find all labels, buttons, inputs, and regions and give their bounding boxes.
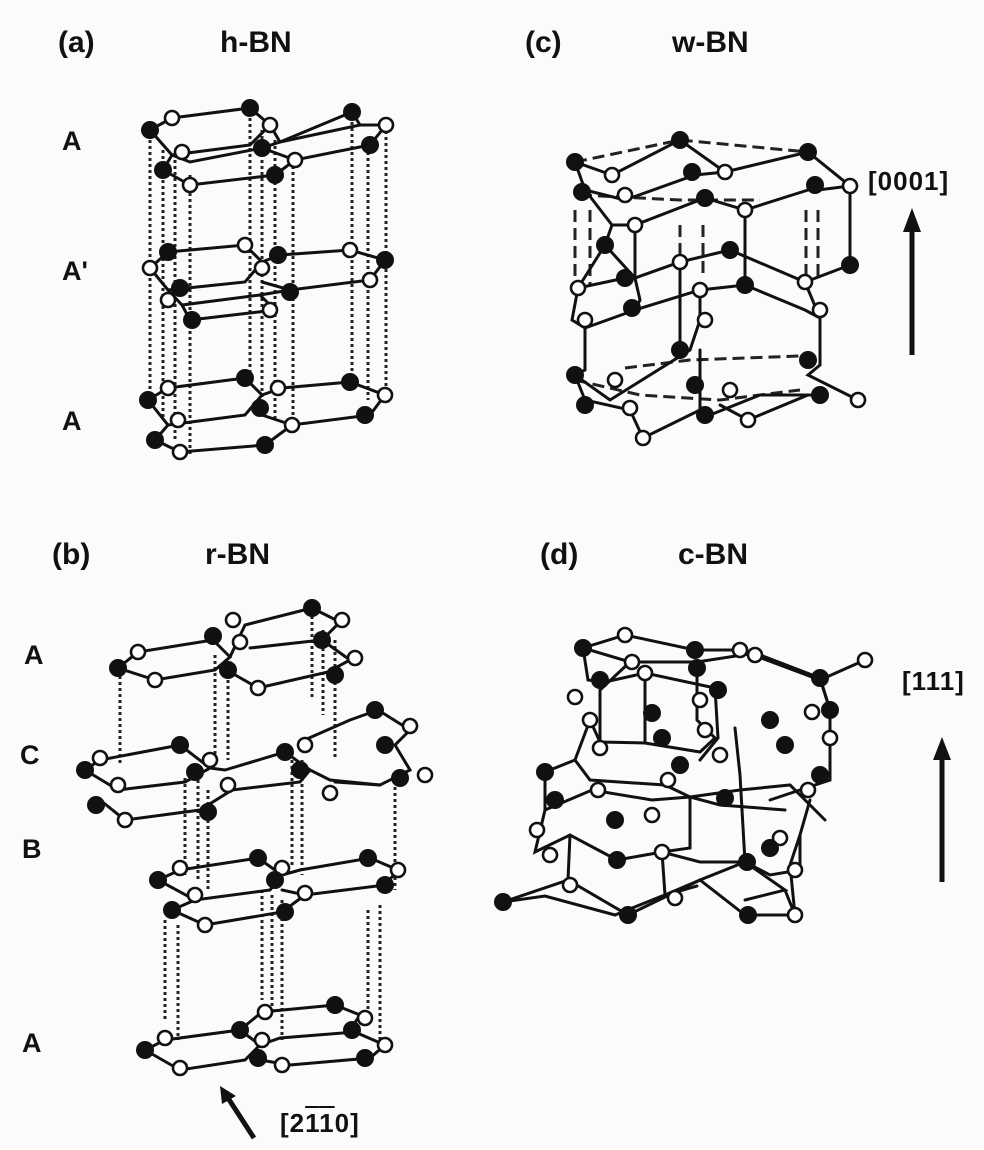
layer-b <box>149 849 407 934</box>
direction-arrow-0001 <box>903 208 921 355</box>
panel-b-layer-1: A <box>24 640 44 670</box>
panel-a-layer-1: A <box>62 126 82 156</box>
layer-a-prime <box>141 236 394 329</box>
layer-a-top <box>109 599 364 697</box>
layer-a-bottom <box>136 996 394 1077</box>
panel-b-title: r-BN <box>205 538 270 571</box>
layer-a-bottom <box>139 369 394 461</box>
panel-d-direction-label: [111] <box>902 666 965 696</box>
panel-c-title: w-BN <box>672 26 749 59</box>
panel-b-label: (b) <box>52 538 91 571</box>
panel-a-label: (a) <box>58 26 95 59</box>
dir-bar-1: 1 <box>305 1108 320 1138</box>
dir-prefix: [2 <box>280 1108 306 1138</box>
layer-c <box>76 701 434 829</box>
panel-b-direction-label: [2110] <box>280 1110 360 1136</box>
direction-arrow-111 <box>933 737 951 882</box>
panel-b-layer-4: A <box>22 1028 42 1058</box>
panel-a-layer-3: A <box>62 406 82 436</box>
bonds <box>502 633 867 917</box>
panel-a-layer-2: A' <box>62 256 88 286</box>
panel-d-title: c-BN <box>678 538 749 571</box>
panel-b-layer-3: B <box>22 834 42 864</box>
panel-c-label: (c) <box>525 26 562 59</box>
dir-suffix: 0] <box>334 1108 360 1138</box>
panel-d-label: (d) <box>540 538 579 571</box>
panel-b-layer-2: C <box>20 740 40 770</box>
dir-bar-2: 1 <box>319 1108 335 1138</box>
panel-a-title: h-BN <box>220 26 292 59</box>
layer-a-top <box>141 99 395 194</box>
panel-c-direction-label: [0001] <box>868 166 950 196</box>
direction-arrow-2110 <box>220 1086 257 1140</box>
atoms <box>494 626 874 924</box>
atoms <box>566 131 867 447</box>
